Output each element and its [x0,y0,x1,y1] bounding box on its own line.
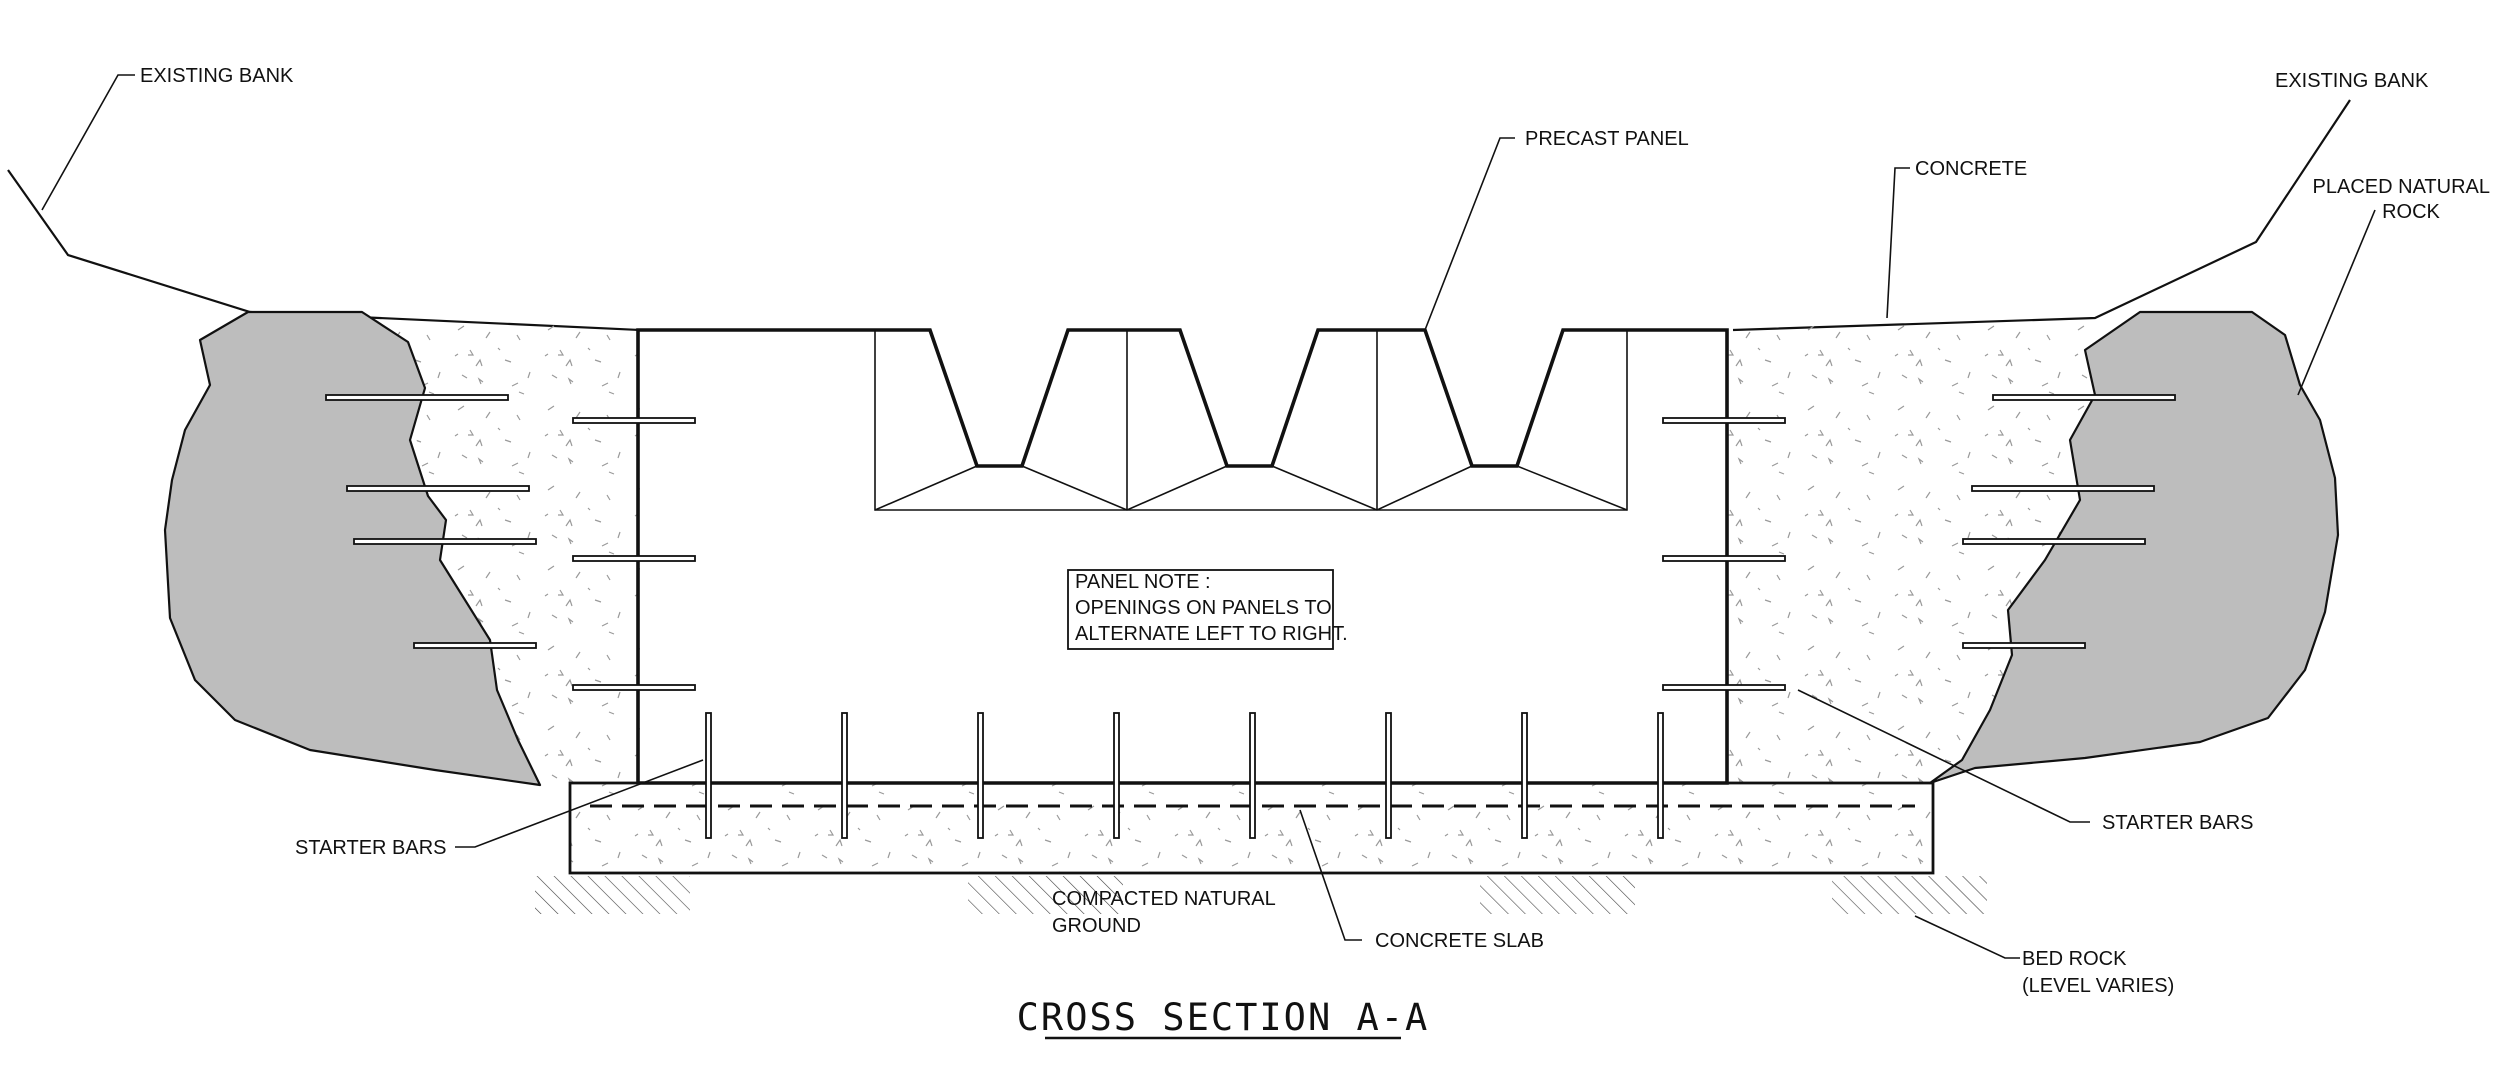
label-placed-rock-line-1: PLACED NATURAL [2313,176,2490,198]
section-title: CROSS SECTION A-A [1017,996,1430,1039]
label-compacted-ground-line-1: COMPACTED NATURAL [1052,888,1276,910]
label-existing-bank-right: EXISTING BANK [2275,70,2429,92]
wall-starter-bars-right [1662,417,1786,691]
precast-panel-internal [874,330,1628,511]
panel-note-line-2: OPENINGS ON PANELS TO [1075,597,1332,619]
rock-anchor-bars-right [1962,394,2176,649]
panel-note-box [1067,569,1334,650]
panel-note-line-1: PANEL NOTE : [1075,571,1211,593]
label-placed-rock-line-2: ROCK [2382,201,2440,223]
label-concrete: CONCRETE [1915,158,2027,180]
label-bed-rock-line-1: BED ROCK [2022,948,2127,970]
slab-starter-bars [705,712,1664,839]
label-concrete-slab: CONCRETE SLAB [1375,930,1544,952]
compacted-ground-hatch [535,876,1987,914]
label-precast-panel: PRECAST PANEL [1525,128,1689,150]
leader-lines [41,74,2376,959]
label-bed-rock-line-2: (LEVEL VARIES) [2022,975,2174,997]
rock-anchor-bars-left [325,394,537,649]
label-starter-bars-left: STARTER BARS [295,837,447,859]
placed-rock-left [163,310,542,787]
concrete-backfill-left [360,313,640,783]
label-starter-bars-right: STARTER BARS [2102,812,2254,834]
precast-panel-outline [636,328,1729,785]
existing-bank-right-line [1732,99,2351,332]
existing-bank-left-line [7,169,641,332]
wall-starter-bars-left [572,417,696,691]
panel-note-line-3: ALTERNATE LEFT TO RIGHT. [1075,623,1348,645]
label-compacted-ground-line-2: GROUND [1052,915,1141,937]
label-existing-bank-left: EXISTING BANK [140,65,294,87]
